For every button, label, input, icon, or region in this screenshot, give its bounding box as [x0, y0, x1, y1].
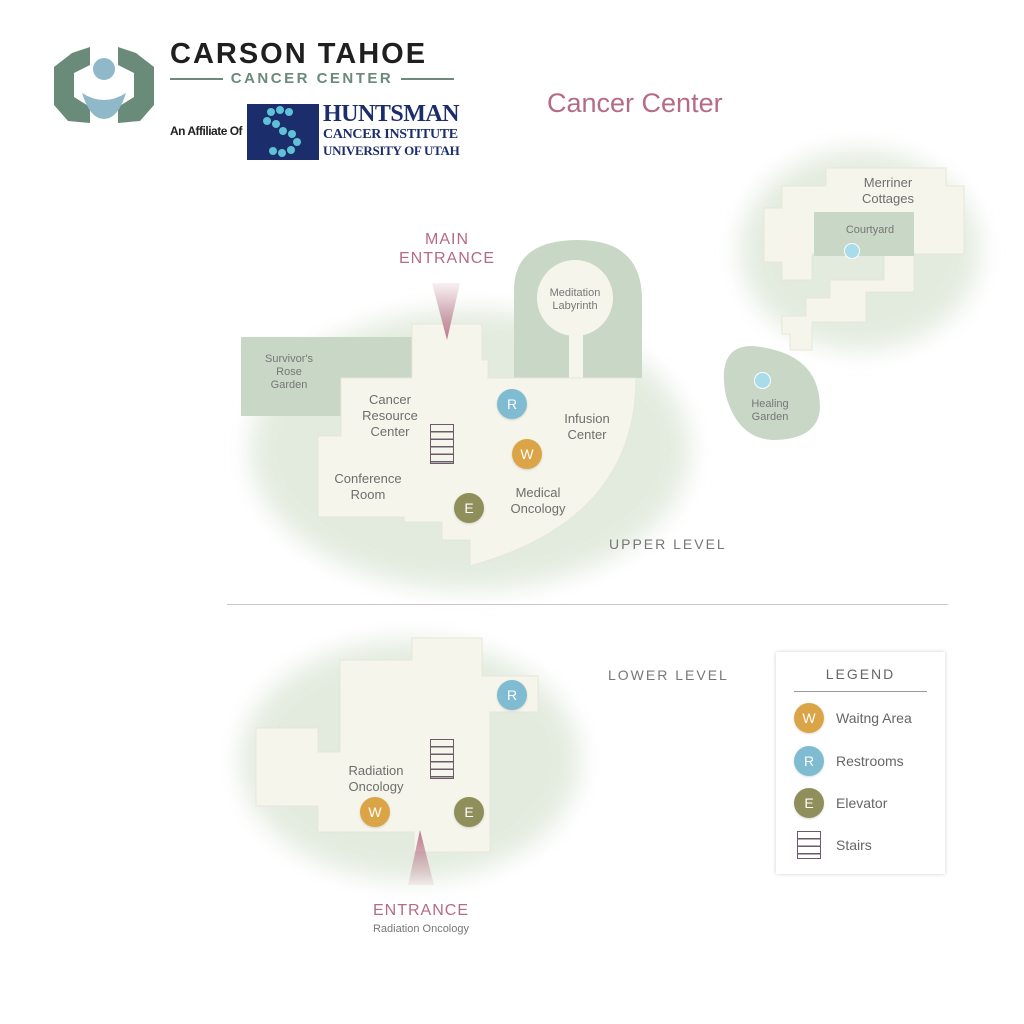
merriner-cottages-label: Merriner Cottages [846, 175, 930, 207]
main-entrance-line2: ENTRANCE [398, 250, 495, 267]
survivors-rose-garden-label: Survivor's Rose Garden [249, 353, 329, 392]
legend-label: Waitng Area [836, 710, 912, 726]
label-line: Meditation [549, 287, 601, 299]
legend-item-waiting: W Waitng Area [794, 703, 912, 733]
elevator-marker-lower[interactable]: E [454, 797, 484, 827]
label-line: Cancer [369, 392, 411, 407]
label-line: Survivor's [265, 353, 313, 365]
huntsman-logo-mark [247, 104, 319, 160]
label-line: Merriner [863, 175, 913, 190]
medical-oncology-label: Medical Oncology [498, 485, 578, 517]
logo-divider-left [170, 77, 223, 80]
stairs-marker-upper[interactable] [430, 424, 454, 464]
label-line: Radiation [348, 763, 404, 778]
legend-title: LEGEND [825, 666, 896, 682]
main-entrance-label: MAIN ENTRANCE [387, 230, 507, 268]
label-line: Infusion [564, 411, 610, 426]
courtyard-dot [844, 243, 860, 259]
legend-item-restrooms: R Restrooms [794, 746, 904, 776]
label-line: Garden [751, 411, 789, 423]
courtyard-area [814, 212, 914, 256]
entrance-label: ENTRANCE [372, 902, 469, 919]
legend-divider [794, 691, 927, 692]
stairs-icon-wrap [794, 831, 824, 859]
label-line: Conference [334, 471, 402, 486]
label-line: Healing [751, 398, 789, 410]
legend-label: Restrooms [836, 753, 904, 769]
page-title: Cancer Center [547, 88, 723, 118]
label-line: Oncology [510, 501, 566, 516]
radiation-oncology-label: Radiation Oncology [331, 763, 421, 795]
restroom-marker-upper[interactable]: R [497, 389, 527, 419]
waiting-area-marker-lower[interactable]: W [360, 797, 390, 827]
restroom-icon: R [794, 746, 824, 776]
carson-tahoe-logo-mark [54, 47, 154, 123]
main-entrance-marker [432, 283, 460, 340]
healing-garden [723, 346, 820, 440]
label-line: Labyrinth [552, 300, 598, 312]
stairs-icon [797, 831, 821, 859]
labyrinth-path [569, 330, 583, 380]
infusion-center-label: Infusion Center [547, 411, 627, 443]
label-line: Room [350, 487, 386, 502]
logo-subtitle: CANCER CENTER [230, 70, 394, 87]
affiliate-text: An Affiliate Of [170, 124, 243, 138]
legend-item-elevator: E Elevator [794, 788, 887, 818]
stairs-marker-lower[interactable] [430, 739, 454, 779]
logo-name: CARSON TAHOE [170, 38, 428, 70]
legend-label: Stairs [836, 837, 872, 853]
elevator-marker-upper[interactable]: E [454, 493, 484, 523]
conference-room-label: Conference Room [323, 471, 413, 503]
huntsman-name: HUNTSMAN [323, 101, 460, 127]
entrance-sublabel: Radiation Oncology [372, 923, 469, 935]
level-divider [227, 604, 948, 605]
restroom-marker-lower[interactable]: R [497, 680, 527, 710]
legend-item-stairs: Stairs [794, 831, 872, 859]
meditation-labyrinth-label: Meditation Labyrinth [535, 287, 615, 313]
waiting-area-icon: W [794, 703, 824, 733]
lower-entrance-marker [408, 830, 434, 885]
upper-level-label: UPPER LEVEL [609, 536, 727, 552]
label-line: Medical [515, 485, 561, 500]
legend-panel: LEGEND W Waitng Area R Restrooms E Eleva… [776, 652, 945, 874]
label-line: Center [370, 424, 410, 439]
lower-level-label: LOWER LEVEL [608, 667, 729, 683]
meditation-labyrinth-circle [537, 260, 613, 336]
huntsman-university: UNIVERSITY OF UTAH [323, 143, 460, 158]
healing-garden-label: Healing Garden [730, 398, 810, 424]
elevator-icon: E [794, 788, 824, 818]
cancer-resource-center-label: Cancer Resource Center [345, 392, 435, 440]
logo-divider-right [401, 77, 455, 80]
main-entrance-line1: MAIN [425, 231, 469, 248]
logo-subtitle-row: CANCER CENTER [170, 70, 455, 87]
healing-garden-dot [754, 372, 771, 389]
label-line: Resource [362, 408, 418, 423]
courtyard-label: Courtyard [845, 224, 895, 236]
waiting-area-marker-upper[interactable]: W [512, 439, 542, 469]
label-line: Oncology [348, 779, 404, 794]
upper-level-building [317, 323, 637, 567]
label-line: Center [567, 427, 607, 442]
label-line: Garden [270, 379, 308, 391]
label-line: Cottages [861, 191, 915, 206]
huntsman-subtitle: CANCER INSTITUTE [323, 127, 458, 142]
legend-label: Elevator [836, 795, 888, 811]
label-line: Rose [276, 366, 302, 378]
